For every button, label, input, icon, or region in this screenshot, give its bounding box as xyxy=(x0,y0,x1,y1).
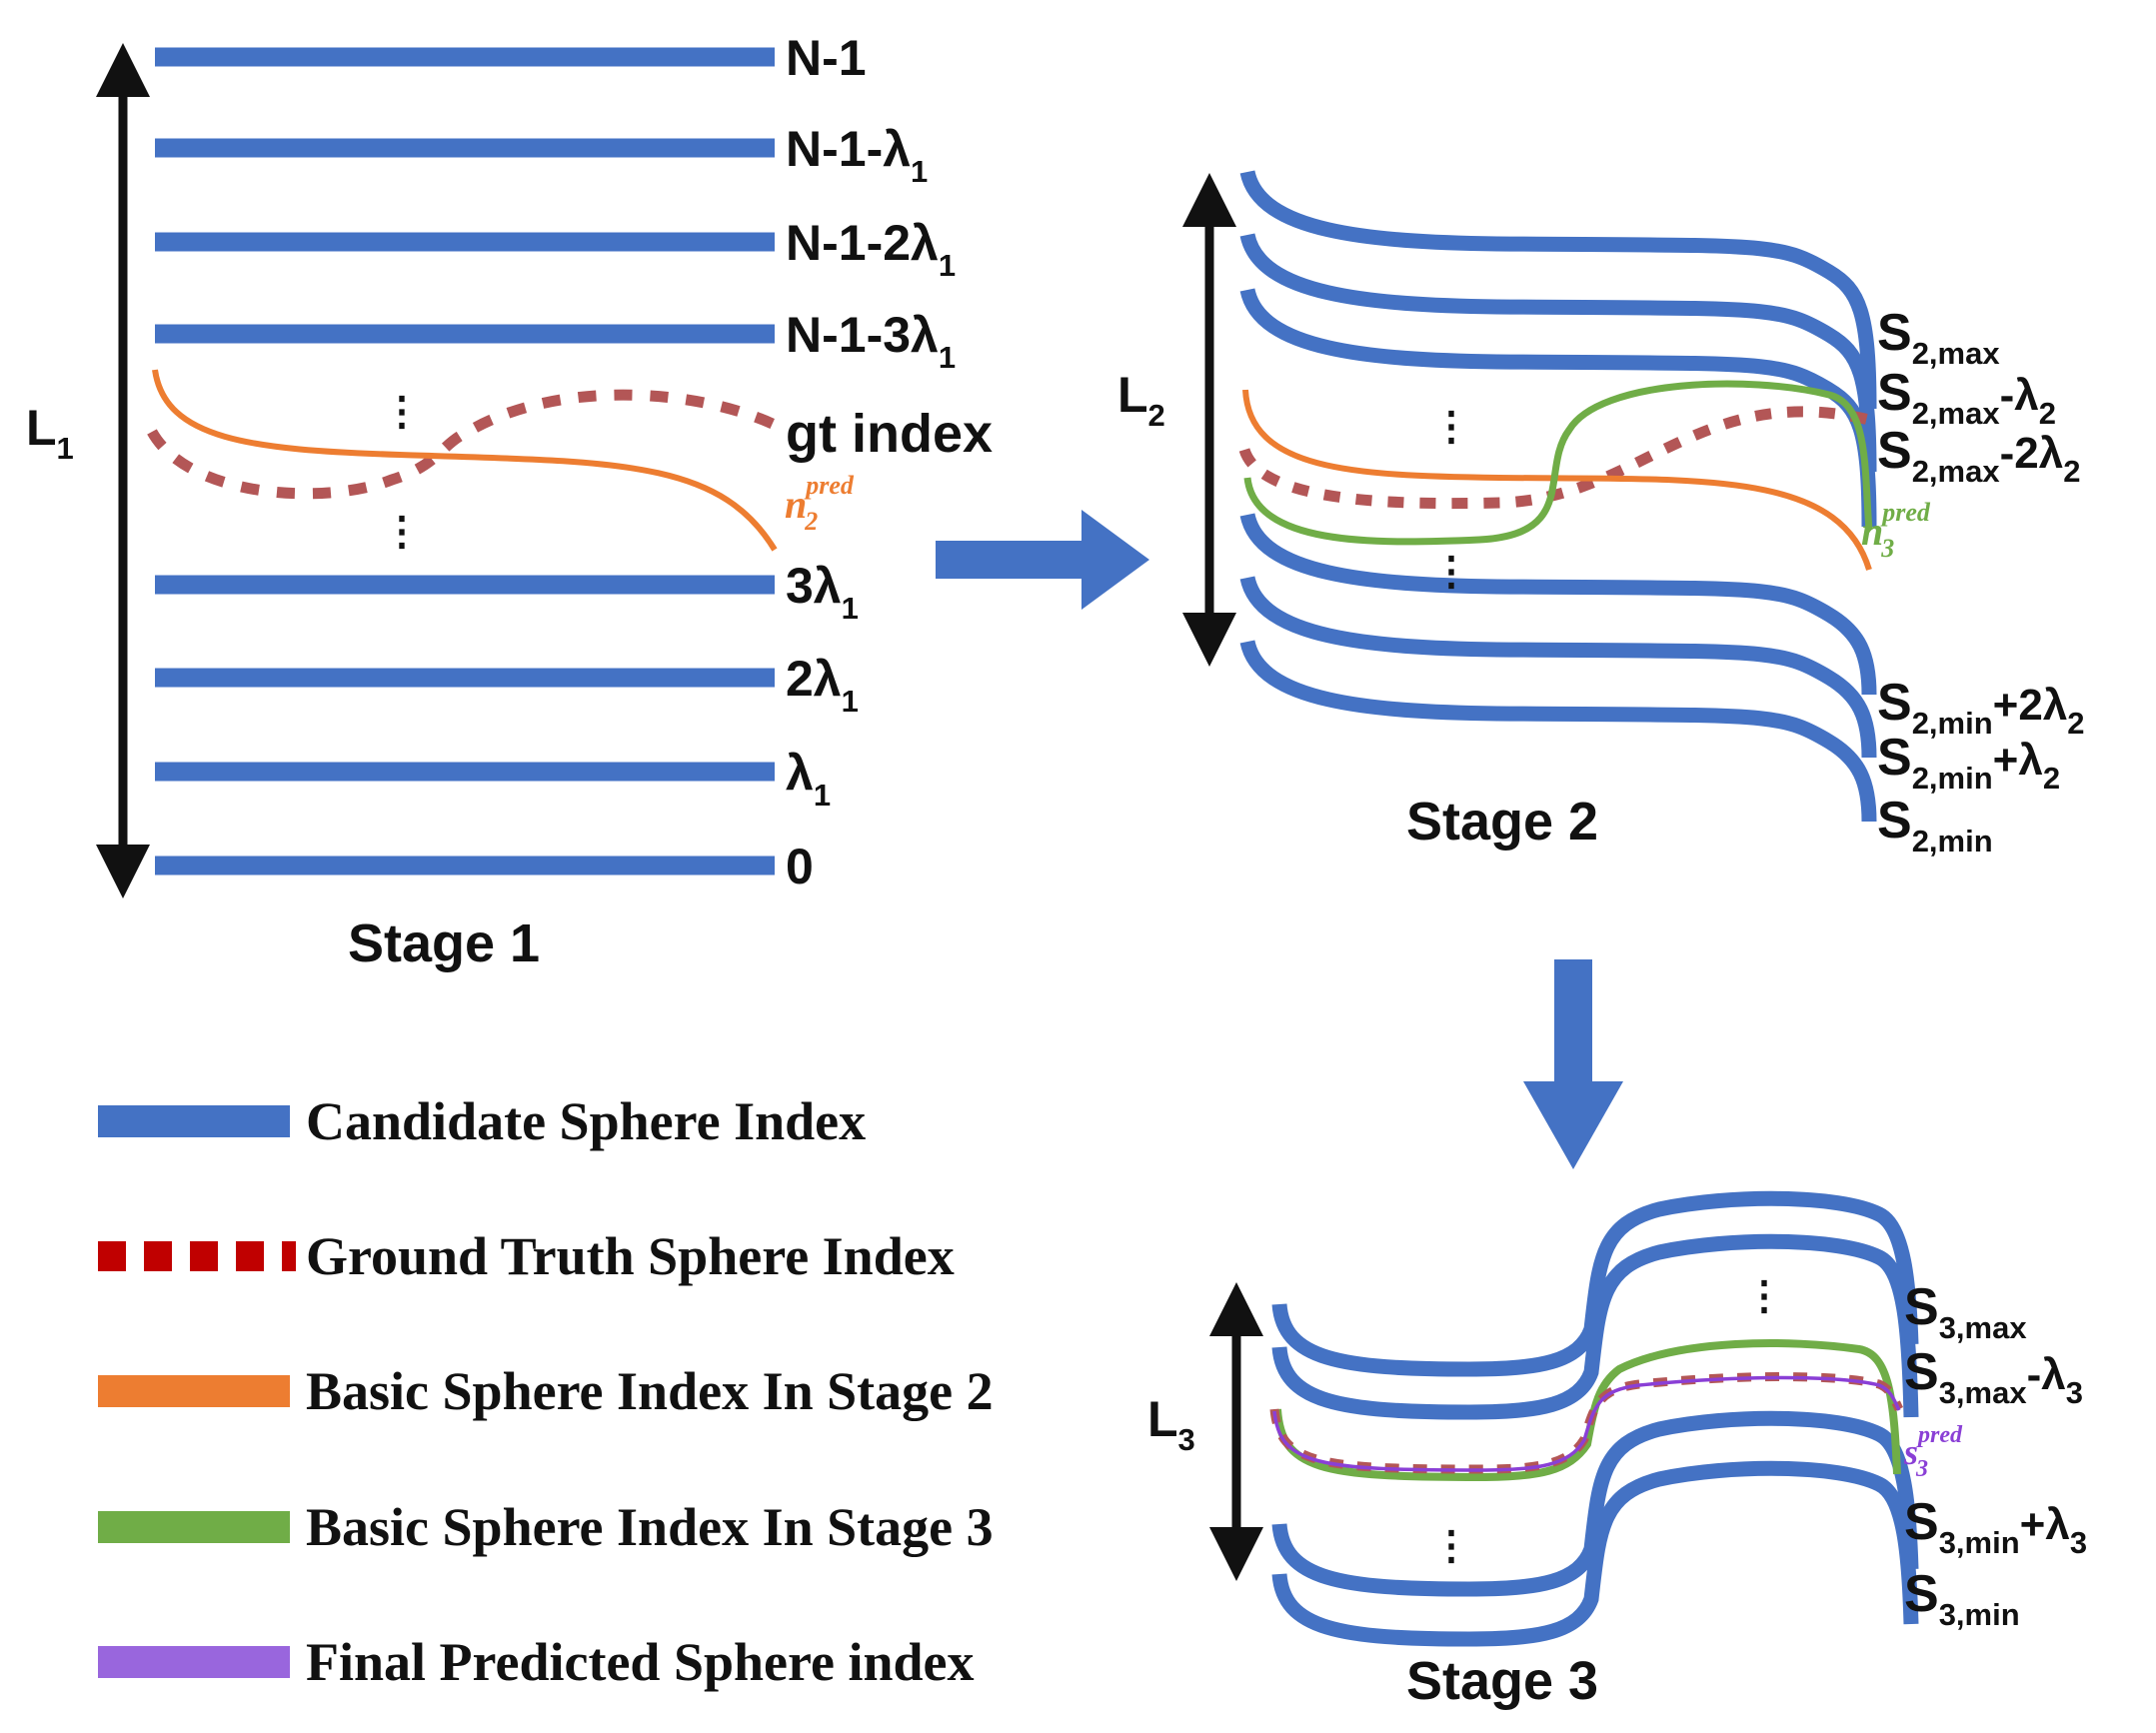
stage2-candidate-curve xyxy=(1239,513,1877,696)
stage1-level-label: N-1-3λ1 xyxy=(786,307,956,375)
stage3-candidate-curve xyxy=(1271,1410,1919,1597)
stage2-gt-curve xyxy=(1238,406,1871,510)
stage2-level-label: S2,max xyxy=(1877,304,2000,371)
stage2-pred-label: n3pred xyxy=(1861,498,1931,563)
stage2-level-label: S2,max-λ2 xyxy=(1877,364,2056,431)
legend-label: Ground Truth Sphere Index xyxy=(306,1226,955,1286)
stage1-level-label: N-1 xyxy=(786,30,867,86)
stage3-candidate-lines xyxy=(1271,1190,1919,1647)
legend-label: Final Predicted Sphere index xyxy=(306,1632,975,1692)
flow-arrow-right xyxy=(936,510,1149,610)
stage1-level-label: 0 xyxy=(786,839,814,894)
stage3-final-pred-curve xyxy=(1272,1375,1901,1472)
stage1-title: Stage 1 xyxy=(348,913,540,973)
stage2-axis-label: L2 xyxy=(1117,367,1165,433)
stage3-ellipsis-bottom: ⋮ xyxy=(1431,1524,1471,1568)
legend-swatch xyxy=(98,1646,290,1678)
stage3-pred-label: s3pred xyxy=(1903,1422,1963,1482)
legend-label: Basic Sphere Index In Stage 2 xyxy=(306,1361,994,1421)
stage2-level-label: S2,max-2λ2 xyxy=(1877,422,2080,489)
stage1-level-label: 2λ1 xyxy=(786,651,859,719)
stage2-candidate-curve xyxy=(1239,576,1877,759)
flow-arrow-down xyxy=(1523,959,1623,1169)
stage3-level-label: S3,min xyxy=(1904,1565,2020,1632)
legend-label: Candidate Sphere Index xyxy=(306,1091,866,1151)
stage1-ellipsis-top: ⋮ xyxy=(382,390,422,434)
stage3-level-label: S3,max xyxy=(1904,1278,2027,1345)
stage1-level-label: N-1-λ1 xyxy=(786,121,928,189)
stage1-candidate-lines xyxy=(155,47,775,875)
stage3-candidate-curve xyxy=(1271,1460,1919,1647)
stage2-title: Stage 2 xyxy=(1406,792,1598,852)
legend-swatch xyxy=(98,1105,290,1137)
stage1-level-label: λ1 xyxy=(786,745,831,813)
legend-label: Basic Sphere Index In Stage 3 xyxy=(306,1497,994,1557)
stage2-stage2-basic-curve xyxy=(1242,389,1872,571)
stage3-axis-label: L3 xyxy=(1147,1391,1195,1457)
stage3-title: Stage 3 xyxy=(1406,1651,1598,1711)
stage2-labels: S2,maxS2,max-λ2S2,max-2λ2S2,min+2λ2S2,mi… xyxy=(1877,304,2085,859)
stage3-candidate-curve xyxy=(1271,1233,1919,1420)
stage1: L1 ⋮ ⋮ N-1N-1-λ1N-1-2λ1N-1-3λ13λ12λ1λ10 … xyxy=(26,30,993,973)
stage1-gt-curve xyxy=(147,389,778,500)
stage3-stage3-basic-curve xyxy=(1273,1339,1901,1482)
legend-swatch xyxy=(98,1511,290,1543)
stage2-candidate-curve xyxy=(1239,640,1877,823)
stage3-candidate-curve xyxy=(1271,1190,1919,1377)
stage2: L2 ⋮ ⋮ S2,maxS2,max-λ2S2,max-2λ2S2,min+2… xyxy=(1117,170,2085,859)
stage2-stage3-basic-curve xyxy=(1243,380,1873,546)
stage1-gt-label: gt index xyxy=(786,404,993,464)
stage2-candidate-curve xyxy=(1239,170,1877,410)
stage2-candidate-curve xyxy=(1239,233,1877,473)
stage3-ellipsis-top: ⋮ xyxy=(1744,1274,1784,1318)
stage1-ellipsis-bottom: ⋮ xyxy=(382,510,422,554)
stage1-pred-label: n2pred xyxy=(785,471,855,536)
stage2-level-label: S2,min+λ2 xyxy=(1877,729,2060,796)
stage2-ellipsis-top: ⋮ xyxy=(1431,405,1471,449)
stage2-level-label: S2,min+2λ2 xyxy=(1877,674,2085,741)
stage2-level-label: S2,min xyxy=(1877,792,1993,859)
stage1-level-label: N-1-2λ1 xyxy=(786,215,956,283)
stage3-level-label: S3,max-λ3 xyxy=(1904,1343,2083,1410)
stage2-ellipsis-bottom: ⋮ xyxy=(1431,550,1471,594)
legend-swatch xyxy=(98,1375,290,1407)
stage1-pred-curve xyxy=(152,369,778,552)
stage3-level-label: S3,min+λ3 xyxy=(1904,1493,2087,1560)
stage1-level-label: 3λ1 xyxy=(786,558,859,626)
stage1-axis-label: L1 xyxy=(26,400,74,466)
